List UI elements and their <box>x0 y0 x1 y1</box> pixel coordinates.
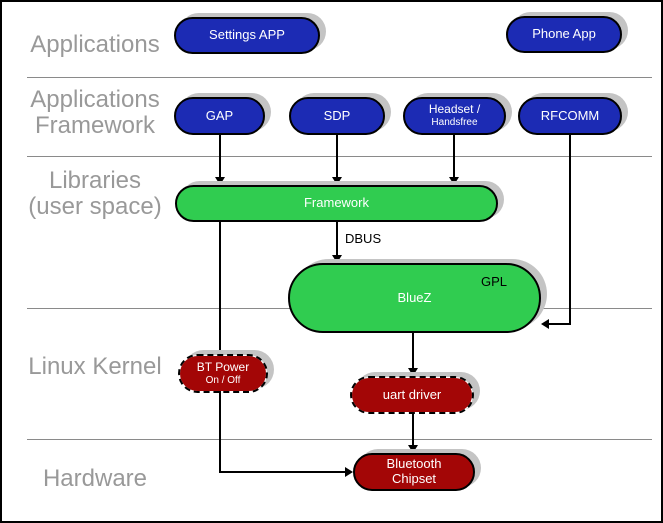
node-gap-label: GAP <box>205 107 234 123</box>
node-headset-label-line2: Handsfree <box>431 117 478 129</box>
node-sdp-label: SDP <box>323 107 351 123</box>
node-rfcomm: RFCOMM <box>518 97 622 135</box>
node-sdp: SDP <box>289 97 385 135</box>
separator-line <box>27 156 652 157</box>
layer-label-linux-kernel: Linux Kernel <box>28 353 162 380</box>
arrowhead-to-chipset-left <box>345 467 353 477</box>
node-bt-power-label-line2: On / Off <box>205 374 241 386</box>
node-bt-power-on-off: BT Power On / Off <box>178 354 268 393</box>
node-bluetooth-chipset-label: Bluetooth Chipset <box>386 456 442 486</box>
node-framework-label: Framework <box>303 195 369 211</box>
arrowhead-gap-to-framework <box>215 177 225 185</box>
node-rfcomm-label: RFCOMM <box>540 107 600 123</box>
arrowhead-uart-to-chipset <box>408 445 418 453</box>
connector-framework-to-bluez <box>336 222 338 257</box>
gpl-label: GPL <box>480 274 507 289</box>
layer-label-libraries-user-space: Libraries (user space) <box>28 167 162 220</box>
node-gap: GAP <box>174 97 265 135</box>
connector-framework-to-chipset-horizontal <box>219 471 346 473</box>
layer-label-applications-framework: Applications Framework <box>30 86 160 139</box>
connector-gap-to-framework <box>219 135 221 179</box>
arrowhead-bluez-to-uart <box>408 368 418 376</box>
node-uart-driver-label: uart driver <box>382 386 442 402</box>
connector-sdp-to-framework <box>336 135 338 179</box>
connector-headset-to-framework <box>453 135 455 179</box>
node-headset-handsfree: Headset / Handsfree <box>403 97 506 135</box>
node-uart-driver: uart driver <box>350 376 474 414</box>
node-bluez: BlueZ GPL <box>288 263 541 333</box>
node-phone-app: Phone App <box>506 16 622 53</box>
connector-bluez-to-uart <box>412 333 414 370</box>
node-bluetooth-chipset: Bluetooth Chipset <box>353 453 475 491</box>
node-settings-app-label: Settings APP <box>209 27 285 43</box>
node-framework: Framework <box>175 185 498 222</box>
node-bluez-label: BlueZ <box>397 289 432 305</box>
connector-framework-to-chipset-vertical <box>219 222 221 473</box>
arrowhead-rfcomm-to-bluez <box>541 319 549 329</box>
node-settings-app: Settings APP <box>174 17 320 54</box>
arrowhead-framework-to-bluez <box>332 255 342 263</box>
node-headset-label-line1: Headset / <box>428 102 481 117</box>
node-phone-app-label: Phone App <box>532 26 596 42</box>
connector-uart-to-chipset <box>412 414 414 446</box>
separator-line <box>27 77 652 78</box>
layer-label-applications: Applications <box>30 31 160 58</box>
arrowhead-sdp-to-framework <box>332 177 342 185</box>
layer-label-hardware: Hardware <box>42 465 148 492</box>
separator-line <box>27 439 652 440</box>
dbus-label: DBUS <box>345 231 382 246</box>
connector-rfcomm-horizontal <box>548 323 571 325</box>
arrowhead-headset-to-framework <box>449 177 459 185</box>
connector-rfcomm-vertical <box>569 135 571 325</box>
node-bt-power-label-line1: BT Power <box>196 359 250 374</box>
